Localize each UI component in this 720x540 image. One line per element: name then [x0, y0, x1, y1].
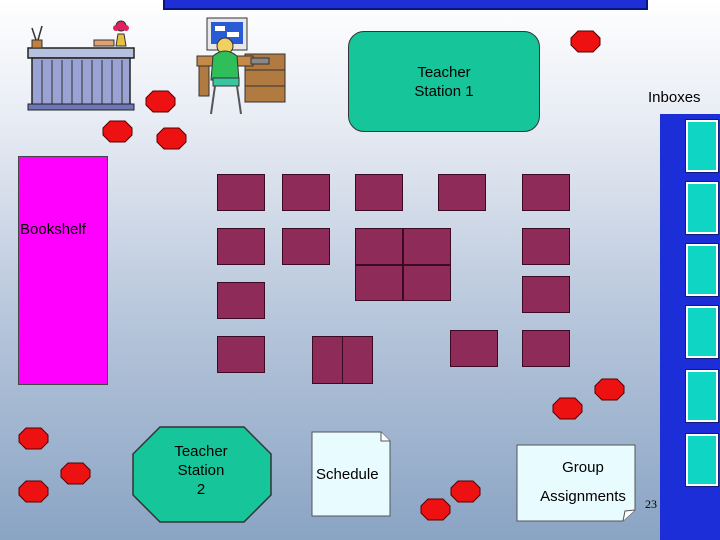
student-desk — [217, 174, 265, 211]
student-desk — [312, 336, 343, 384]
schedule-paper-icon — [311, 431, 391, 517]
bookshelf — [18, 156, 108, 385]
student-desk — [355, 174, 403, 211]
student-desk — [522, 330, 570, 367]
stop-marker-icon — [552, 397, 583, 420]
stop-marker-icon — [420, 498, 451, 521]
group-assignments-label: Group Assignments — [540, 459, 626, 505]
teacher-station-1: Teacher Station 1 — [348, 31, 540, 132]
bookshelf-label: Bookshelf — [20, 221, 86, 238]
student-desk — [403, 265, 451, 301]
student-desk — [342, 336, 373, 384]
stop-marker-icon — [18, 480, 49, 503]
computer-station-icon — [196, 17, 286, 115]
inbox-tray — [685, 369, 719, 423]
front-desk-icon — [27, 20, 135, 111]
student-desk — [438, 174, 486, 211]
inbox-tray — [685, 305, 719, 359]
inbox-tray — [685, 181, 719, 235]
student-desk — [522, 276, 570, 313]
inbox-tray — [685, 243, 719, 297]
schedule-label: Schedule — [316, 466, 379, 483]
student-desk — [522, 228, 570, 265]
top-board-bar — [163, 0, 648, 10]
student-desk — [450, 330, 498, 367]
teacher-station-2 — [132, 426, 272, 523]
stop-marker-icon — [156, 127, 187, 150]
student-desk — [355, 265, 403, 301]
group-assignments-paper-icon — [516, 444, 636, 522]
inbox-tray — [685, 119, 719, 173]
student-desk — [282, 174, 330, 211]
student-desk — [217, 336, 265, 373]
stop-marker-icon — [570, 30, 601, 53]
stop-marker-icon — [594, 378, 625, 401]
student-desk — [217, 282, 265, 319]
teacher-station-1-label: Teacher Station 1 — [414, 63, 474, 100]
stop-marker-icon — [145, 90, 176, 113]
inbox-column — [660, 114, 720, 540]
stop-marker-icon — [60, 462, 91, 485]
stop-marker-icon — [450, 480, 481, 503]
page-number: 23 — [645, 497, 657, 511]
teacher-station-2-label: Teacher Station 2 — [174, 443, 228, 498]
student-desk — [217, 228, 265, 265]
student-desk — [403, 228, 451, 265]
stop-marker-icon — [18, 427, 49, 450]
student-desk — [355, 228, 403, 265]
inboxes-label: Inboxes — [648, 89, 701, 106]
stop-marker-icon — [102, 120, 133, 143]
student-desk — [282, 228, 330, 265]
inbox-tray — [685, 433, 719, 487]
student-desk — [522, 174, 570, 211]
